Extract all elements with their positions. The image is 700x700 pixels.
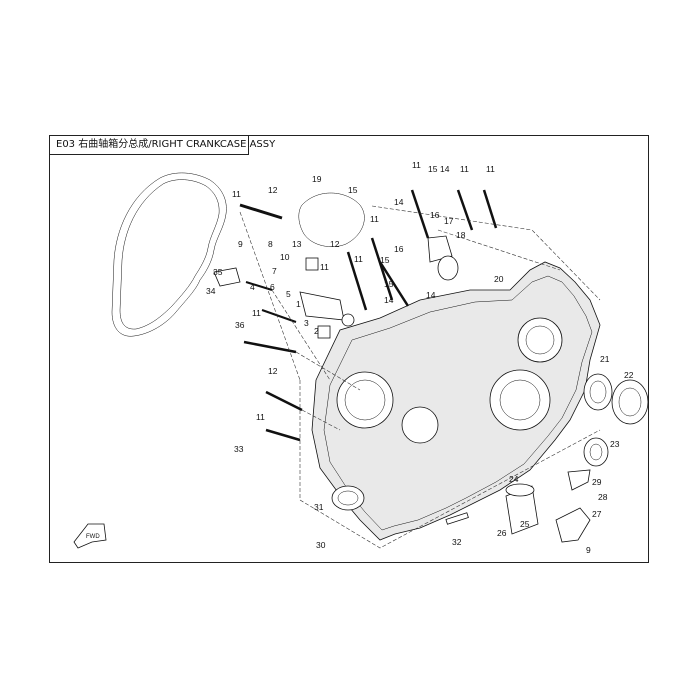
callout-22: 22: [624, 370, 634, 380]
callout-17: 17: [444, 216, 454, 226]
callout-27: 27: [592, 509, 602, 519]
bracket: [555, 507, 591, 543]
callout-35: 35: [213, 267, 223, 277]
callout-13: 13: [292, 239, 302, 249]
callout-15: 15: [428, 164, 438, 174]
callout-15: 15: [384, 279, 394, 289]
callout-11: 11: [486, 164, 495, 174]
cover-plate: [298, 192, 365, 247]
callout-26: 26: [497, 528, 507, 538]
callout-3: 3: [304, 318, 309, 328]
callout-10: 10: [280, 252, 290, 262]
callout-12: 12: [330, 239, 340, 249]
callout-12: 12: [268, 366, 278, 376]
diagram-frame: [49, 135, 649, 563]
callout-16: 16: [430, 210, 440, 220]
callout-11: 11: [412, 160, 421, 170]
callout-11: 11: [354, 254, 363, 264]
bearing: [611, 379, 649, 425]
callout-7: 7: [272, 266, 277, 276]
oil-seal: [583, 373, 613, 411]
fwd-arrow-icon: FWD: [73, 523, 107, 549]
callout-36: 36: [235, 320, 245, 330]
crankcase-gasket: [111, 172, 227, 337]
callout-11: 11: [320, 262, 329, 272]
callout-9: 9: [238, 239, 243, 249]
callout-11: 11: [370, 214, 379, 224]
callout-19: 19: [312, 174, 322, 184]
callout-11: 11: [252, 308, 261, 318]
callout-8: 8: [268, 239, 273, 249]
callout-14: 14: [384, 295, 394, 305]
callout-16: 16: [394, 244, 404, 254]
callout-12: 12: [268, 185, 278, 195]
callout-9: 9: [586, 545, 591, 555]
callout-20: 20: [494, 274, 504, 284]
callout-4: 4: [250, 282, 255, 292]
callout-18: 18: [456, 230, 466, 240]
callout-14: 14: [426, 290, 436, 300]
callout-11: 11: [460, 164, 469, 174]
callout-11: 11: [256, 412, 265, 422]
callout-15: 15: [348, 185, 358, 195]
callout-11: 11: [232, 189, 241, 199]
callout-2: 2: [314, 326, 319, 336]
callout-5: 5: [286, 289, 291, 299]
diagram-title: E03 右曲轴箱分总成/RIGHT CRANKCASE ASSY: [49, 135, 275, 155]
callout-15: 15: [380, 255, 390, 265]
callout-33: 33: [234, 444, 244, 454]
callout-30: 30: [316, 540, 326, 550]
callout-29: 29: [592, 477, 602, 487]
callout-28: 28: [598, 492, 608, 502]
callout-14: 14: [394, 197, 404, 207]
callout-1: 1: [296, 299, 301, 309]
callout-24: 24: [509, 474, 519, 484]
callout-32: 32: [452, 537, 462, 547]
callout-14: 14: [440, 164, 450, 174]
callout-6: 6: [270, 282, 275, 292]
callout-25: 25: [520, 519, 530, 529]
callout-31: 31: [314, 502, 324, 512]
callout-21: 21: [600, 354, 610, 364]
callout-23: 23: [610, 439, 620, 449]
callout-34: 34: [206, 286, 216, 296]
svg-text:FWD: FWD: [86, 534, 100, 540]
